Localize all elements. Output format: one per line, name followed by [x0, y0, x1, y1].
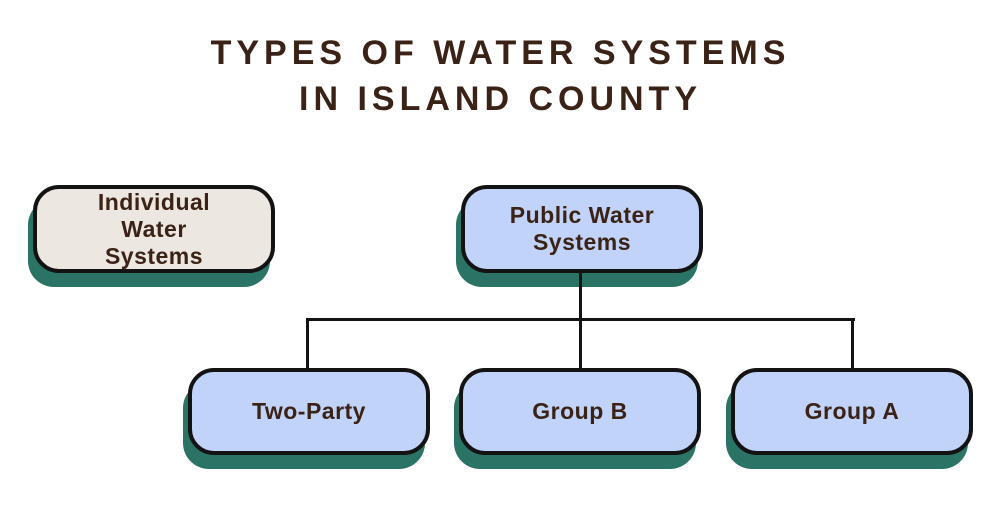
node-public-water-systems: Public Water Systems: [461, 185, 703, 273]
page-title-line2: IN ISLAND COUNTY: [299, 80, 702, 118]
node-label: Two-Party: [252, 398, 366, 424]
page-title-line1: TYPES OF WATER SYSTEMS: [210, 34, 791, 72]
node-label-line: Systems: [104, 242, 204, 269]
connector-parent-stem: [579, 271, 582, 321]
node-group-a: Group A: [731, 368, 973, 455]
node-two-party: Two-Party: [188, 368, 430, 455]
node-label: Group A: [804, 398, 900, 424]
node-individual-water-systems: Individual Water Systems: [33, 185, 275, 273]
node-group-b: Group B: [459, 368, 701, 455]
node-label-line: Individual: [97, 188, 211, 215]
connector-drop-group-a: [851, 318, 854, 370]
node-label-line: Public Water: [509, 202, 655, 228]
node-label: Group B: [532, 398, 628, 424]
node-label-line: Systems: [532, 229, 632, 255]
connector-drop-two-party: [306, 318, 309, 370]
page-title: TYPES OF WATER SYSTEMS IN ISLAND COUNTY: [0, 30, 1001, 122]
node-label-line: Water: [121, 215, 187, 242]
connector-drop-group-b: [579, 318, 582, 370]
